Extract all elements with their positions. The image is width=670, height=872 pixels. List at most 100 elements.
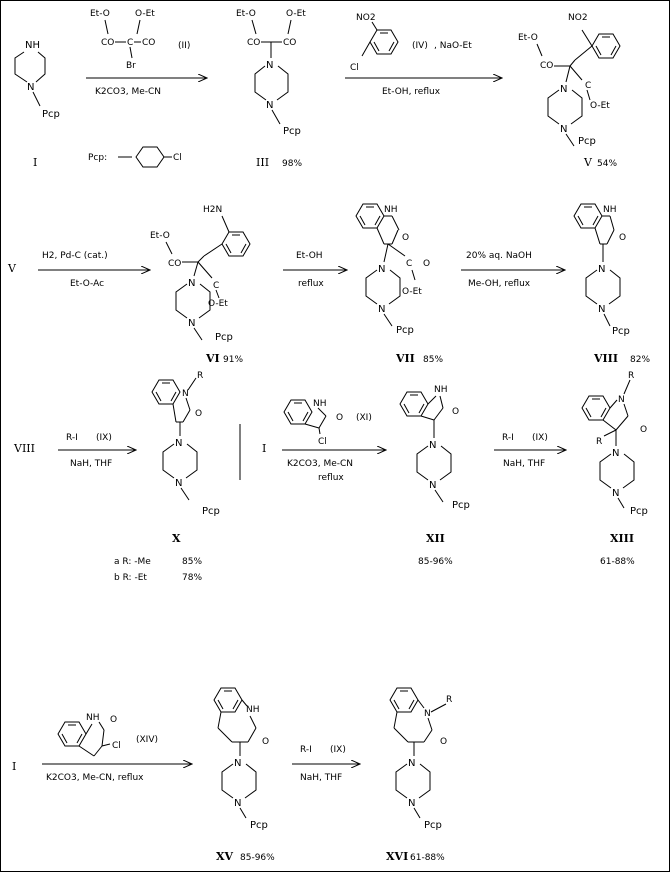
yield-VI: 91%	[223, 355, 243, 365]
atom-label-nh: NH	[434, 385, 448, 395]
atom-label-pcp: Pcp	[424, 820, 442, 831]
atom-label-o: O	[440, 737, 447, 747]
atom-label-pcp: Pcp	[630, 506, 648, 517]
reagent-label-IX-3: (IX)	[330, 745, 346, 755]
atom-label-n: N	[188, 318, 195, 329]
atom-label-eto: Et-O	[518, 33, 538, 43]
reagent-conditions-3-top: H2, Pd-C (cat.)	[42, 251, 108, 261]
atom-label-c: C	[127, 38, 133, 48]
atom-label-o: O	[110, 715, 117, 725]
reagent-label-XIV: (XIV)	[136, 735, 158, 745]
reagent-conditions-2-top: , NaO-Et	[434, 41, 472, 51]
reagent-conditions-5-top: 20% aq. NaOH	[466, 251, 532, 261]
compound-label-XII: XII	[426, 532, 445, 545]
atom-label-r: R	[596, 437, 602, 447]
atom-label-nh: NH	[86, 713, 100, 723]
atom-label-n: N	[266, 60, 273, 71]
compound-III-structure: Et-O O-Et CO CO N N Pcp	[236, 9, 306, 137]
atom-label-n: N	[598, 264, 605, 275]
atom-label-n: N	[175, 478, 182, 489]
atom-label-co: CO	[101, 38, 114, 48]
atom-label-co: CO	[283, 38, 296, 48]
reagent-conditions-9: K2CO3, Me-CN, reflux	[46, 773, 144, 783]
atom-label-pcp: Pcp	[250, 820, 268, 831]
compound-I-structure: NH N Pcp	[14, 40, 60, 120]
atom-label-c: C	[213, 281, 219, 291]
yield-XIII: 61-88%	[600, 557, 635, 567]
compound-XII-structure: NH O N N Pcp	[399, 385, 470, 511]
atom-label-n: N	[408, 758, 415, 769]
atom-label-oet: O-Et	[135, 9, 155, 19]
atom-label-br: Br	[126, 61, 136, 71]
reagent-conditions-10-top: R-I	[300, 745, 312, 755]
atom-label-o: O	[195, 409, 202, 419]
reagent-conditions-4: reflux	[298, 279, 324, 289]
compound-XV-structure: NH O N N Pcp	[213, 687, 269, 831]
yield-XII: 85-96%	[418, 557, 453, 567]
atom-label-no2: NO2	[356, 13, 376, 23]
compound-label-V-start: V	[7, 262, 17, 275]
reagent-conditions-6-top: R-I	[66, 433, 78, 443]
yield-X-a: 85%	[182, 557, 202, 567]
atom-label-n: N	[188, 278, 195, 289]
atom-label-n: N	[618, 395, 625, 405]
atom-label-n: N	[429, 480, 436, 491]
atom-label-co: CO	[540, 61, 553, 71]
atom-label-co: CO	[247, 38, 260, 48]
reagent-label-II: (II)	[178, 41, 190, 51]
yield-XVI: 61-88%	[410, 853, 445, 863]
reagent-conditions-1: K2CO3, Me-CN	[95, 87, 161, 97]
atom-label-o: O	[262, 737, 269, 747]
compound-VI-structure: H2N Et-O CO C O-Et N N Pcp	[150, 205, 251, 343]
compound-label-I-start-2: I	[12, 760, 16, 773]
atom-label-n: N	[598, 304, 605, 315]
atom-label-n: N	[182, 389, 189, 399]
atom-label-no2: NO2	[568, 13, 588, 23]
atom-label-n: N	[234, 758, 241, 769]
atom-label-cl: Cl	[173, 153, 182, 163]
compound-X-structure: N R O N N Pcp	[151, 371, 220, 517]
compound-label-XV: XV	[216, 850, 234, 863]
atom-label-pcp: Pcp	[283, 126, 301, 137]
reagent-conditions-3: Et-O-Ac	[70, 279, 104, 289]
yield-III: 98%	[282, 159, 302, 169]
atom-label-nh: NH	[25, 40, 40, 51]
reagent-label-XI: (XI)	[356, 413, 372, 423]
atom-label-eto: Et-O	[236, 9, 256, 19]
yield-VII: 85%	[423, 355, 443, 365]
atom-label-n: N	[266, 100, 273, 111]
diethyl-bromomalonate-structure: Et-O O-Et CO C CO Br	[90, 9, 155, 71]
reagent-label-IX: (IX)	[96, 433, 112, 443]
atom-label-pcp: Pcp	[202, 506, 220, 517]
yield-VIII: 82%	[630, 355, 650, 365]
pcp-legend-label: Pcp:	[88, 153, 107, 163]
atom-label-n: N	[424, 709, 431, 719]
atom-label-r: R	[446, 695, 452, 705]
yield-XV: 85-96%	[240, 853, 275, 863]
reagent-conditions-6: NaH, THF	[70, 459, 112, 469]
atom-label-oet: O-Et	[286, 9, 306, 19]
atom-label-co: CO	[142, 38, 155, 48]
atom-label-n: N	[175, 438, 182, 449]
compound-label-X: X	[172, 532, 181, 545]
x-substituent-b: b R: -Et	[114, 573, 147, 583]
reagent-conditions-10: NaH, THF	[300, 773, 342, 783]
atom-label-pcp: Pcp	[578, 136, 596, 147]
atom-label-pcp: Pcp	[215, 332, 233, 343]
compound-label-VIII: VIII	[593, 352, 618, 365]
compound-VIII-structure: NH O N N Pcp	[573, 203, 630, 337]
atom-label-nh: NH	[313, 399, 327, 409]
atom-label-pcp: Pcp	[452, 500, 470, 511]
atom-label-nh: NH	[246, 705, 260, 715]
atom-label-co: CO	[168, 259, 181, 269]
atom-label-o: O	[402, 233, 409, 243]
chlorooxindole-structure: NH O Cl	[283, 399, 343, 447]
reagent-label-IV: (IV)	[412, 41, 428, 51]
atom-label-o: O	[619, 233, 626, 243]
compound-label-XIII: XIII	[610, 532, 634, 545]
yield-V: 54%	[597, 159, 617, 169]
atom-label-n: N	[612, 448, 619, 459]
compound-label-VIII-start: VIII	[13, 442, 35, 455]
nitrobenzyl-chloride-structure: NO2 Cl	[350, 13, 399, 73]
compound-VII-structure: NH O C O O-Et N N Pcp	[355, 203, 430, 336]
